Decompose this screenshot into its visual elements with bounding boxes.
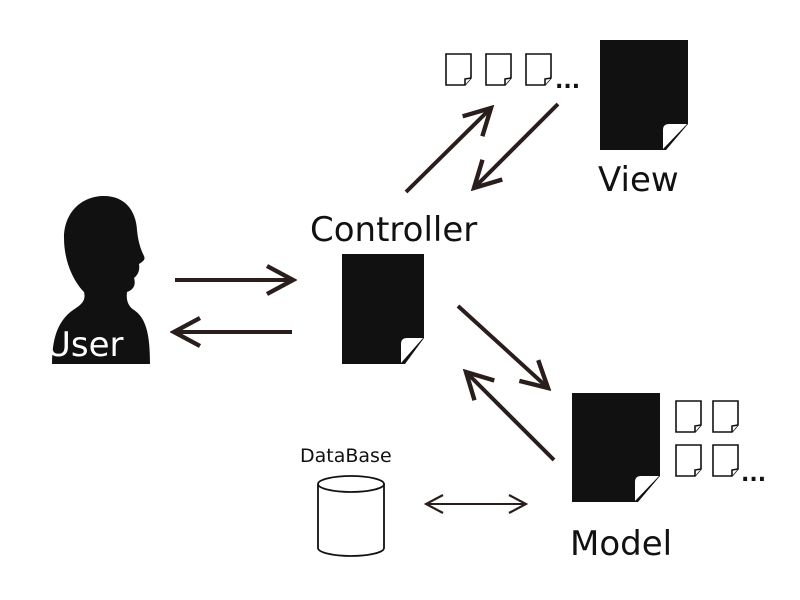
- model-to-controller-arrow: [466, 372, 556, 462]
- cylinder-database-icon: [317, 475, 385, 557]
- view-to-controller-arrow: [474, 102, 560, 188]
- user-label: User: [46, 325, 124, 365]
- view-files: ...: [445, 53, 580, 94]
- person-silhouette-icon: [52, 196, 150, 364]
- small-document-icon: [485, 53, 512, 86]
- model-label: Model: [570, 524, 672, 564]
- model-node: ... Model: [570, 393, 766, 564]
- document-icon: [600, 40, 688, 150]
- view-node: ... View: [445, 40, 688, 200]
- small-document-icon: [675, 400, 702, 433]
- small-document-icon: [712, 400, 739, 433]
- view-label: View: [598, 160, 679, 200]
- database-label: DataBase: [300, 445, 392, 467]
- document-icon: [342, 254, 424, 364]
- view-files-ellipsis: ...: [555, 69, 580, 94]
- controller-to-model-arrow: [456, 304, 548, 388]
- controller-node: Controller: [310, 210, 477, 364]
- controller-label: Controller: [310, 210, 477, 250]
- document-icon: [572, 393, 660, 502]
- database-node: DataBase: [300, 445, 392, 557]
- user-node: User: [46, 196, 150, 365]
- model-files-ellipsis: ...: [741, 462, 766, 487]
- small-document-icon: [712, 444, 739, 477]
- small-document-icon: [445, 53, 472, 86]
- model-files: ...: [675, 400, 766, 487]
- small-document-icon: [525, 53, 552, 86]
- controller-to-view-arrow: [404, 108, 491, 194]
- small-document-icon: [675, 444, 702, 477]
